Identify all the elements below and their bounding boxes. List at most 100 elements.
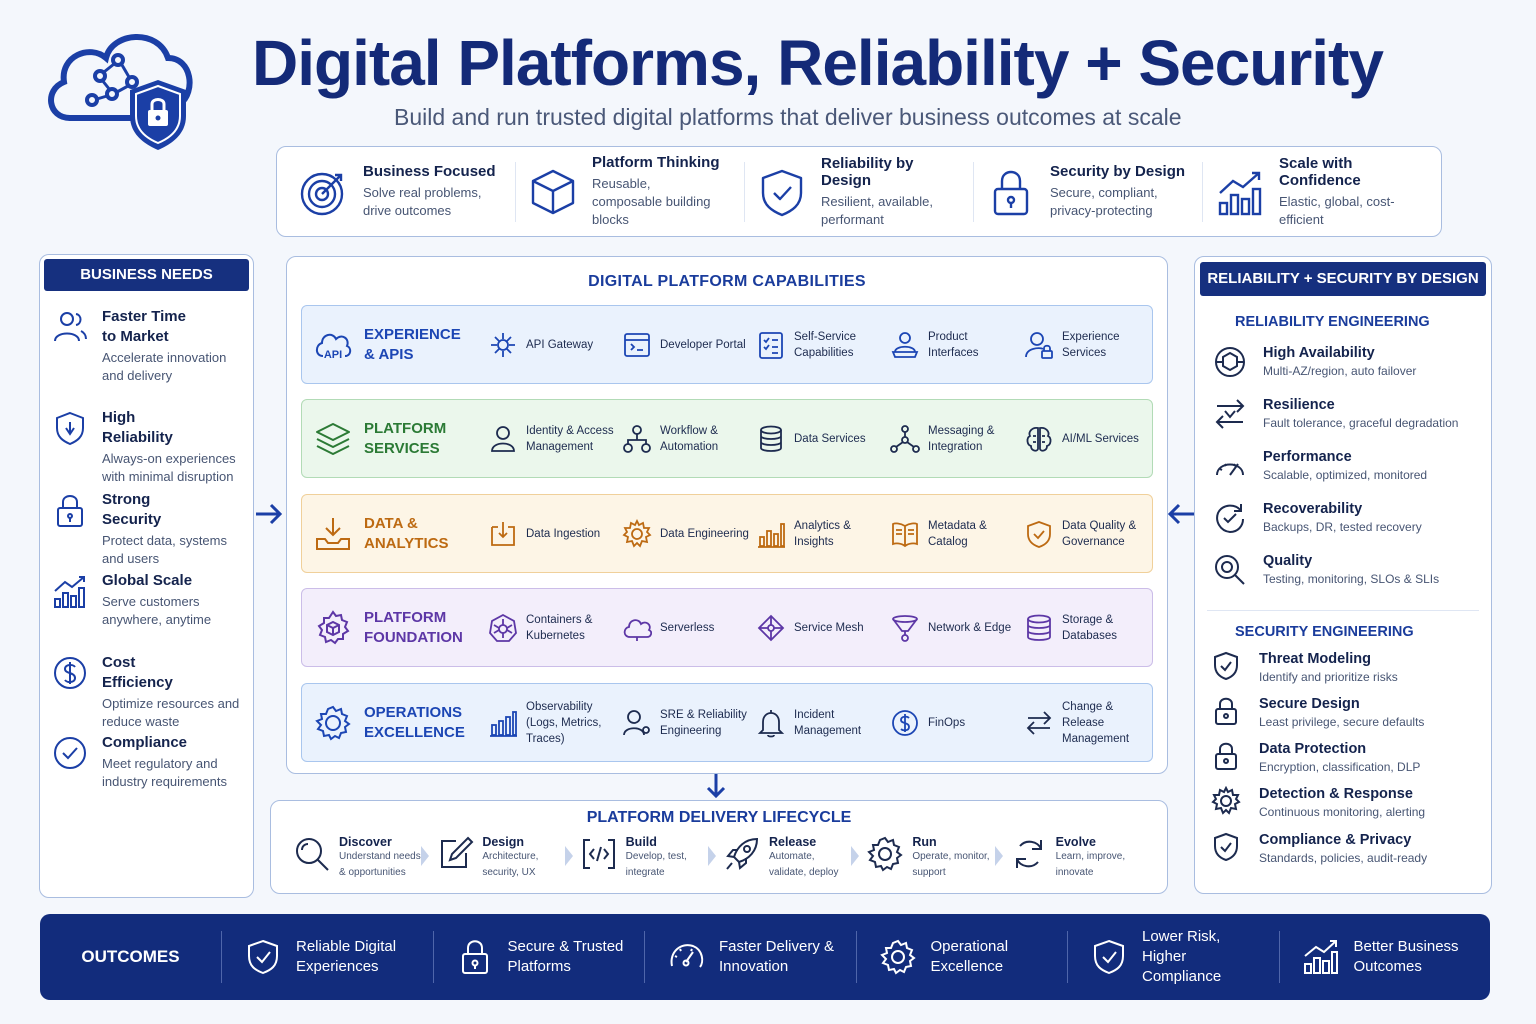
gauge-icon [1216,463,1244,476]
book-icon [892,522,918,547]
chevron-right-icon [421,846,430,866]
refresh-icon [1015,840,1042,868]
cap-serverless: Serverless [616,613,750,643]
outcomes-label: OUTCOMES [40,931,222,983]
cap-analytics-insights: Analytics & Insights [750,518,884,550]
bar-chart-icon [490,710,517,737]
outcome-lower-risk: Lower Risk, Higher Compliance [1068,928,1280,985]
gear-cube-icon [317,609,350,644]
shield-check-icon [761,169,803,216]
cap-containers-kubernetes: Containers & Kubernetes [482,612,616,644]
cap-data-quality-governance: Data Quality & Governance [1018,518,1152,550]
band-platform-services: PLATFORM SERVICES Identity & Access Mana… [301,399,1153,478]
cap-metadata-catalog: Metadata & Catalog [884,518,1018,550]
database-icon [1027,614,1051,641]
chevron-right-icon [564,846,573,866]
data-tray-icon [316,517,350,550]
cap-observability: Observability (Logs, Metrics, Traces) [482,699,616,747]
capabilities-title: DIGITAL PLATFORM CAPABILITIES [588,273,866,290]
cloud-shield-lock-icon [40,18,194,156]
shield-check-icon [1214,832,1238,862]
gateway-icon [491,332,515,357]
cap-api-gateway: API Gateway [482,330,616,360]
ingestion-icon [491,521,515,546]
security-engineering-title: SECURITY ENGINEERING [1235,624,1414,640]
reliability-security-header: RELIABILITY + SECURITY BY DESIGN [1200,262,1486,296]
layers-icon [316,422,350,455]
ops-gear-icon [315,705,351,741]
cap-network-edge: Network & Edge [884,613,1018,643]
reliability-engineering-title: RELIABILITY ENGINEERING [1235,314,1430,330]
kubernetes-icon [489,613,517,642]
shield-check-icon [1214,651,1238,681]
band-platform-foundation: PLATFORM FOUNDATION Containers & Kuberne… [301,588,1153,667]
mesh-icon [757,614,785,641]
speedometer-icon [670,944,704,968]
checklist-icon [759,331,783,359]
band-experience-apis: API EXPERIENCE & APIS API Gateway Develo… [301,305,1153,384]
recovery-check-icon [1216,504,1244,534]
gear-icon [867,836,903,872]
check-circle-icon [54,737,86,769]
outcomes-bar: OUTCOMES Reliable Digital Experiences Se… [40,914,1490,1000]
band-data-analytics: DATA & ANALYTICS Data Ingestion Data Eng… [301,494,1153,573]
product-user-icon [891,331,919,358]
business-needs-header: BUSINESS NEEDS [44,259,249,291]
outcome-faster-delivery: Faster Delivery & Innovation [645,931,857,983]
dollar-icon [892,709,918,736]
bell-icon [757,709,785,737]
chevron-right-icon [851,846,860,866]
database-icon [760,425,782,452]
portal-icon [624,332,650,357]
pencil-edit-icon [441,836,474,868]
growth-chart-icon [1303,940,1338,974]
growth-chart-icon [54,576,85,608]
cap-data-engineering: Data Engineering [616,518,750,549]
cloud-icon [623,618,652,641]
workflow-icon [623,424,651,453]
availability-icon [1215,347,1245,377]
cap-identity-access: Identity & Access Management [482,423,616,455]
cap-data-services: Data Services [750,424,884,454]
quality-magnifier-icon [1215,555,1245,585]
lock-icon [1215,697,1237,725]
engineer-icon [623,709,650,735]
lock-icon [993,170,1029,215]
page-subtitle: Build and run trusted digital platforms … [394,104,1182,130]
shield-check-icon [1027,520,1051,548]
gear-icon [622,518,652,548]
swap-arrows-icon [1026,710,1052,735]
arrow-left-icon [1167,503,1194,525]
shield-check-icon [248,939,278,975]
outcome-better-business: Better Business Outcomes [1280,931,1491,983]
magnifier-icon [296,838,329,871]
svg-text:API: API [324,349,342,361]
gear-icon [1211,786,1241,815]
cap-experience-services: Experience Services [1018,329,1152,361]
brain-icon [1026,426,1052,452]
shield-check-icon [1094,939,1124,975]
platform-capabilities-panel: DIGITAL PLATFORM CAPABILITIES API EXPERI… [286,256,1168,774]
lifecycle-title: PLATFORM DELIVERY LIFECYCLE [586,809,852,826]
gear-icon [879,939,916,975]
